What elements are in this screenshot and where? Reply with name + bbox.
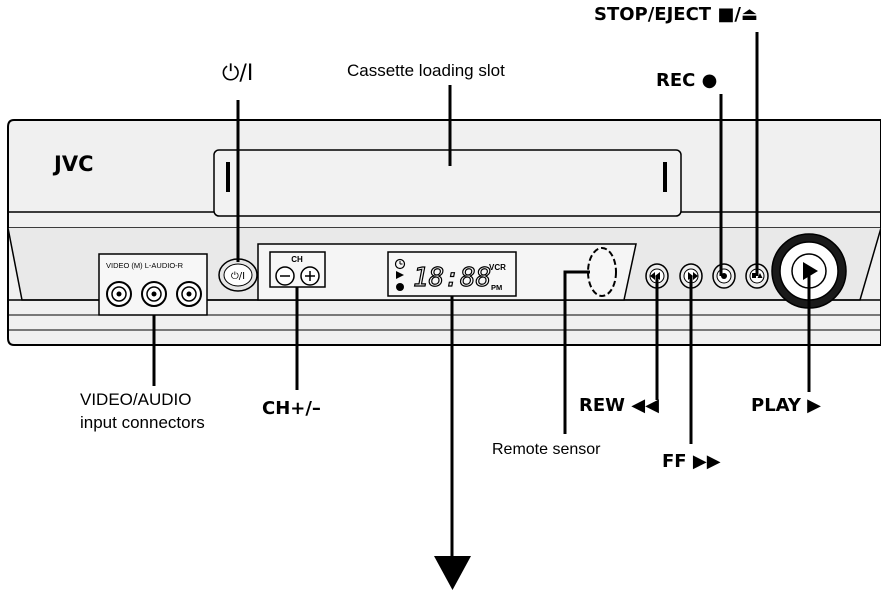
record-indicator-icon [396, 283, 404, 291]
cassette-slot[interactable] [213, 149, 682, 217]
rec-label: REC ● [656, 70, 718, 91]
power-button[interactable]: ⏻/I [218, 258, 258, 292]
front-display: 18:88 VCR PM [387, 251, 517, 297]
av-input-jack-panel: VIDEO (M) L-AUDIO-R [98, 253, 208, 316]
jack-labels: VIDEO (M) L-AUDIO-R [106, 261, 184, 270]
ff-label: FF ▶▶ [662, 451, 721, 472]
video-input-jack[interactable] [106, 281, 132, 307]
remote-sensor-window [587, 247, 617, 297]
play-label: PLAY ▶ [751, 395, 822, 416]
display-pm: PM [491, 283, 502, 292]
ch-label: CH+/– [262, 398, 321, 419]
display-time: 18:88 [413, 263, 491, 293]
power-label: ⏻/I [222, 61, 254, 86]
video-audio-label-line1: VIDEO/AUDIO [80, 390, 192, 409]
rew-label: REW ◀◀ [579, 395, 659, 416]
audio-right-input-jack[interactable] [176, 281, 202, 307]
channel-down-button[interactable] [275, 266, 295, 286]
display-vcr: VCR [489, 263, 506, 272]
stop-eject-label: STOP/EJECT ■/⏏ [594, 4, 758, 25]
record-button[interactable] [712, 263, 736, 289]
svg-text:⏻/I: ⏻/I [231, 271, 245, 282]
down-arrow-icon [434, 556, 471, 590]
ch-small-label: CH [291, 255, 303, 264]
cassette-slot-label: Cassette loading slot [347, 61, 505, 80]
leader-lines [152, 32, 811, 556]
channel-buttons: CH [269, 251, 326, 288]
play-indicator-icon [396, 271, 404, 279]
channel-up-button[interactable] [300, 266, 320, 286]
remote-sensor-label: Remote sensor [492, 441, 601, 458]
timer-icon [394, 258, 406, 270]
audio-left-input-jack[interactable] [141, 281, 167, 307]
brand-logo: JVC [52, 152, 93, 176]
video-audio-label-line2: input connectors [80, 413, 205, 432]
